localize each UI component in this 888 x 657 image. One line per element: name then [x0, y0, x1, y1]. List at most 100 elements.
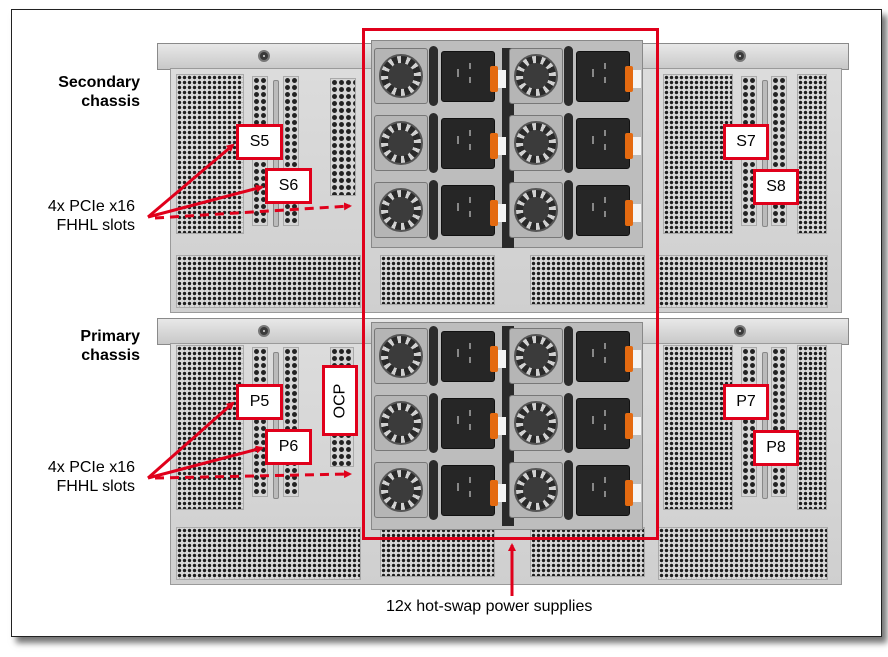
psu-release-latch[interactable]: [625, 133, 633, 159]
psu-label-tab: [633, 417, 641, 435]
psu-release-latch[interactable]: [625, 66, 633, 92]
psu-label-tab: [633, 204, 641, 222]
primary-vent-lower-right: [658, 527, 828, 580]
slot-label-s6: S6: [265, 168, 312, 204]
primary-vent-lower-center-b: [530, 527, 645, 577]
psu-handle[interactable]: [429, 46, 438, 106]
primary-vent-lower-left: [176, 527, 361, 580]
slot-label-p6: P6: [265, 429, 312, 465]
primary-pcie-callout-line1: 4x PCIe x16: [47, 459, 135, 476]
psu-fan-icon: [509, 182, 563, 238]
power-supply-unit: [372, 46, 510, 107]
psu-handle[interactable]: [564, 113, 573, 173]
psu-label-tab: [498, 417, 506, 435]
secondary-pcie-callout-line2: FHHL slots: [56, 217, 135, 234]
slot-label-s5: S5: [236, 124, 283, 160]
psu-fan-icon: [374, 328, 428, 384]
slot-label-s7: S7: [723, 124, 769, 160]
psu-release-latch[interactable]: [625, 413, 633, 439]
psu-power-socket: [576, 118, 630, 169]
psu-fan-hub: [388, 410, 414, 436]
psu-release-latch[interactable]: [490, 133, 498, 159]
arrow-to-p6: [147, 445, 264, 480]
secondary-vent-lower-center-b: [530, 255, 645, 305]
psu-handle[interactable]: [564, 460, 573, 520]
psu-release-latch[interactable]: [490, 480, 498, 506]
secondary-vent-right: [663, 74, 733, 234]
slot-label-p5: P5: [236, 384, 283, 420]
power-supply-unit: [507, 180, 645, 241]
psu-handle[interactable]: [564, 46, 573, 106]
psu-fan-icon: [374, 115, 428, 171]
psu-handle[interactable]: [564, 393, 573, 453]
secondary-vent-lower-left: [176, 255, 361, 308]
arrow-to-secondary-hidden-slots: [154, 202, 352, 220]
psu-fan-icon: [509, 115, 563, 171]
psu-release-latch[interactable]: [625, 346, 633, 372]
secondary-pcie-callout: 4x PCIe x16 FHHL slots: [12, 197, 135, 235]
psu-fan-hub: [388, 63, 414, 89]
psu-label-tab: [633, 484, 641, 502]
psu-handle[interactable]: [429, 326, 438, 386]
psu-release-latch[interactable]: [625, 480, 633, 506]
psu-handle[interactable]: [429, 180, 438, 240]
power-supplies-highlight-box: [362, 28, 659, 540]
psu-release-latch[interactable]: [490, 200, 498, 226]
secondary-thumbscrew-left: [258, 50, 270, 62]
psu-fan-icon: [374, 182, 428, 238]
arrow-to-s5: [147, 143, 235, 219]
secondary-vent-lower-right: [658, 255, 828, 308]
psu-handle[interactable]: [564, 180, 573, 240]
psu-power-socket: [441, 185, 495, 236]
primary-pcie-callout-line2: FHHL slots: [56, 478, 135, 495]
psu-label-tab: [498, 70, 506, 88]
psu-handle[interactable]: [429, 393, 438, 453]
power-supply-unit: [372, 326, 510, 387]
psu-power-socket: [576, 331, 630, 382]
psu-label-tab: [498, 204, 506, 222]
arrow-to-primary-hidden-slots: [154, 470, 352, 480]
primary-thumbscrew-right: [734, 325, 746, 337]
power-supply-unit: [507, 326, 645, 387]
psu-fan-hub: [388, 197, 414, 223]
psu-power-socket: [576, 465, 630, 516]
psu-power-socket: [441, 118, 495, 169]
primary-slot-separator: [273, 352, 279, 499]
primary-chassis-title: Primary chassis: [20, 327, 140, 365]
psu-fan-icon: [374, 462, 428, 518]
psu-power-socket: [441, 331, 495, 382]
secondary-vent-lower-center-a: [380, 255, 495, 305]
primary-thumbscrew-left: [258, 325, 270, 337]
power-supply-unit: [372, 393, 510, 454]
psu-handle[interactable]: [429, 460, 438, 520]
secondary-vent-left: [176, 74, 244, 234]
power-supply-unit: [507, 460, 645, 521]
psu-fan-icon: [374, 395, 428, 451]
psu-fan-hub: [523, 410, 549, 436]
psu-fan-grille: [379, 188, 423, 232]
primary-vent-lower-center-a: [380, 527, 495, 577]
psu-fan-hub: [523, 477, 549, 503]
secondary-chassis-title: Secondary chassis: [20, 73, 140, 111]
psu-handle[interactable]: [429, 113, 438, 173]
secondary-vent-far-right: [797, 74, 827, 234]
psu-release-latch[interactable]: [490, 66, 498, 92]
psu-release-latch[interactable]: [490, 413, 498, 439]
psu-fan-icon: [374, 48, 428, 104]
power-supply-unit: [372, 113, 510, 174]
arrow-to-p5: [147, 401, 235, 480]
psu-handle[interactable]: [564, 326, 573, 386]
psu-power-socket: [576, 398, 630, 449]
psu-release-latch[interactable]: [625, 200, 633, 226]
psu-release-latch[interactable]: [490, 346, 498, 372]
psu-power-socket: [441, 51, 495, 102]
power-supply-unit: [507, 393, 645, 454]
ocp-slot-label-text: OCP: [331, 383, 349, 418]
primary-chassis-title-line2: chassis: [81, 347, 140, 364]
psu-fan-hub: [388, 130, 414, 156]
psu-label-tab: [633, 137, 641, 155]
slot-label-p7: P7: [723, 384, 769, 420]
psu-label-tab: [498, 484, 506, 502]
psu-label-tab: [498, 350, 506, 368]
psu-label-tab: [633, 70, 641, 88]
